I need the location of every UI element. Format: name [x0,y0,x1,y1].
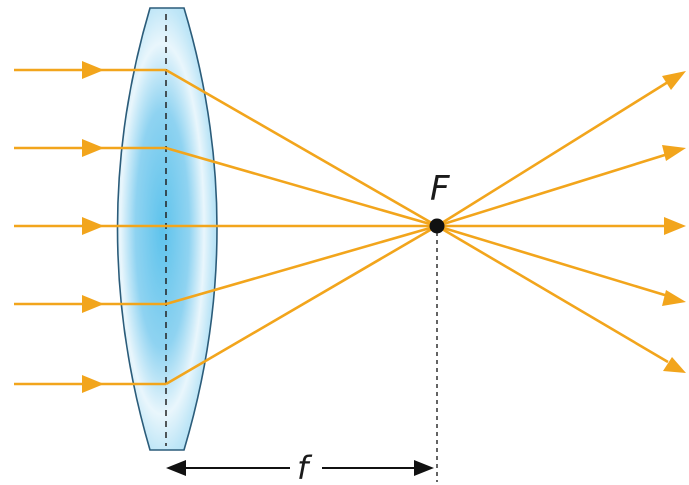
diverging-ray-1 [436,80,669,228]
focal-length-arrowhead-right [414,460,434,476]
outgoing-arrowhead-5 [663,357,686,373]
focal-length-arrowhead-left [166,460,186,476]
diverging-ray-4 [436,224,669,298]
refracted-ray-1 [165,68,438,228]
outgoing-arrowhead-3 [664,217,686,235]
ray-arrowhead-4 [82,295,104,313]
diverging-ray-arrowheads [662,71,686,373]
ray-arrowhead-1 [82,61,104,79]
diverging-ray-5 [436,224,669,364]
outgoing-arrowhead-2 [662,145,686,161]
focal-point-label: F [430,169,450,209]
ray-arrowhead-2 [82,139,104,157]
ray-arrowhead-3 [82,217,104,235]
outgoing-arrowhead-1 [662,71,686,90]
refracted-ray-5 [165,224,438,386]
refracted-rays [165,68,438,386]
ray-arrowhead-5 [82,375,104,393]
outgoing-arrowhead-4 [662,290,686,306]
focal-length-label: f [297,449,313,485]
focal-point [429,218,445,234]
diverging-ray-2 [436,152,669,228]
refracted-ray-2 [165,146,438,228]
incoming-ray-arrowheads [82,61,104,393]
diverging-rays [436,80,669,364]
lens [116,7,218,451]
refracted-ray-4 [165,224,438,306]
